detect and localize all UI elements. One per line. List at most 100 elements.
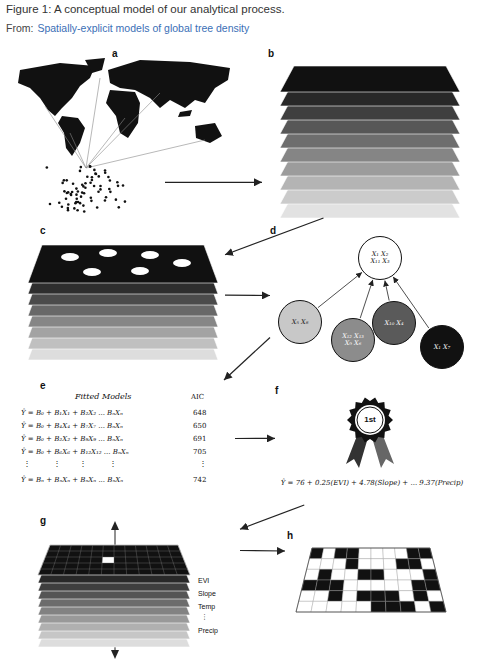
panel-letter: f: [275, 385, 278, 396]
sample-point: [82, 204, 85, 207]
sample-point: [49, 203, 52, 206]
plot-ellipse: [173, 259, 191, 267]
output-cell: [411, 580, 427, 591]
output-cell: [397, 569, 411, 580]
panel-text: Ŷ = B₀ + B₄X₄ + B₇X₇ ... BₙXₙ: [21, 423, 123, 431]
sample-leader: [86, 93, 160, 168]
grid-line: [50, 545, 178, 546]
plot-stack: [28, 245, 218, 360]
sample-point: [93, 185, 96, 188]
sample-point: [86, 176, 89, 179]
output-cell: [317, 569, 332, 580]
grid-line: [157, 545, 165, 575]
cluster-arrow: [318, 272, 362, 307]
sample-point: [104, 199, 107, 202]
variable-cluster: X₁ X₂ X₁₁ X₃: [358, 236, 402, 280]
output-cell: [410, 569, 425, 580]
output-cell: [345, 559, 358, 570]
sample-point: [99, 185, 102, 188]
sample-point: [109, 191, 112, 194]
grid-line: [135, 545, 139, 575]
variable-names: X₁ X₇: [430, 344, 454, 351]
continent: [195, 123, 222, 143]
plot-ellipse: [141, 251, 159, 259]
panel-h: h: [285, 530, 465, 630]
grid-line: [167, 545, 177, 575]
grid-line: [63, 545, 71, 575]
sample-point: [65, 198, 68, 201]
grid-line: [89, 545, 93, 575]
cluster-arrow: [385, 280, 389, 300]
sample-point: [91, 176, 94, 179]
variable-names: X₁ X₂ X₁₁ X₃: [368, 251, 392, 265]
sample-point: [116, 181, 119, 184]
sample-leader: [70, 133, 86, 168]
panel-b: b: [262, 48, 467, 218]
figure-title: Figure 1: A conceptual model of our anal…: [6, 3, 285, 15]
grid-line: [146, 545, 152, 575]
variable-cluster: X₁₀ X₄: [372, 301, 416, 345]
output-cell: [371, 548, 383, 559]
sample-leader: [86, 78, 100, 168]
panel-text: 650: [193, 423, 206, 431]
panel-letter: d: [270, 225, 276, 236]
sample-point: [46, 166, 49, 169]
axis-head: [111, 650, 119, 659]
variable-names: X₅ X₈: [288, 319, 312, 326]
sample-leader: [86, 140, 205, 168]
sample-point: [67, 209, 70, 212]
process-arrow: [225, 218, 324, 255]
source-link: Spatially-explicit models of global tree…: [37, 22, 249, 34]
prediction-stack: [38, 521, 190, 659]
sample-point: [63, 179, 66, 182]
grid-line: [48, 551, 181, 552]
sample-point: [65, 179, 68, 182]
grid-line: [40, 569, 187, 570]
output-cell: [344, 569, 358, 580]
process-arrow: [240, 550, 285, 552]
continent: [18, 63, 95, 116]
rosette-center: [355, 405, 385, 435]
output-cell: [331, 569, 345, 580]
sample-point: [80, 166, 83, 169]
sample-leader: [45, 106, 86, 168]
grid-line: [76, 545, 82, 575]
output-cell: [395, 548, 408, 559]
panel-g: gEVISlopeTemp⋮Precip: [15, 515, 240, 657]
output-grid: [296, 548, 446, 612]
source-line: From:Spatially-explicit models of global…: [6, 22, 249, 34]
focal-cell: [102, 557, 114, 563]
sample-point: [115, 198, 118, 201]
panel-text: 742: [193, 477, 206, 485]
output-cell: [396, 559, 410, 570]
panel-text: Ŷ = Bₙ + BₙXₙ + BₙXₙ ... BₙXₙ: [21, 477, 123, 485]
panel-text: EVI: [198, 577, 209, 585]
panel-letter: h: [287, 530, 293, 541]
panel-text: Ŷ = B₀ + B₁X₁ + B₂X₂ ... BₙXₙ: [21, 410, 123, 418]
rosette-ring: [357, 407, 383, 433]
output-cell: [383, 559, 396, 570]
sample-point: [89, 181, 92, 184]
axis-head: [111, 521, 119, 530]
variable-cluster: X₅ X₈: [278, 300, 322, 344]
variable-cluster: X₁ X₇: [420, 325, 464, 369]
panel-text: 691: [193, 436, 206, 444]
process-arrow: [235, 438, 275, 439]
output-cell: [357, 580, 371, 591]
output-cell: [371, 569, 384, 580]
raster-stack: [280, 66, 460, 218]
sample-point: [80, 195, 83, 198]
sample-point: [122, 184, 125, 187]
grid-line: [38, 575, 190, 576]
rosette-edge: [347, 398, 393, 443]
panel-text: 648: [193, 410, 206, 418]
panel-a: a: [15, 48, 165, 218]
panel-text: Ŷ = B₀ + B₂X₂ + B₉X₉ ... BₙXₙ: [21, 436, 123, 444]
output-cell: [383, 548, 396, 559]
sample-point: [104, 169, 107, 172]
sample-point: [81, 191, 84, 194]
process-arrow: [224, 338, 270, 381]
panel-d: dX₁ X₂ X₁₁ X₃X₅ X₈X₁₂ X₁₃ X₉ X₆X₁₀ X₄X₁ …: [270, 225, 470, 375]
variable-names: X₁₀ X₄: [382, 320, 406, 327]
sample-point: [82, 185, 85, 188]
